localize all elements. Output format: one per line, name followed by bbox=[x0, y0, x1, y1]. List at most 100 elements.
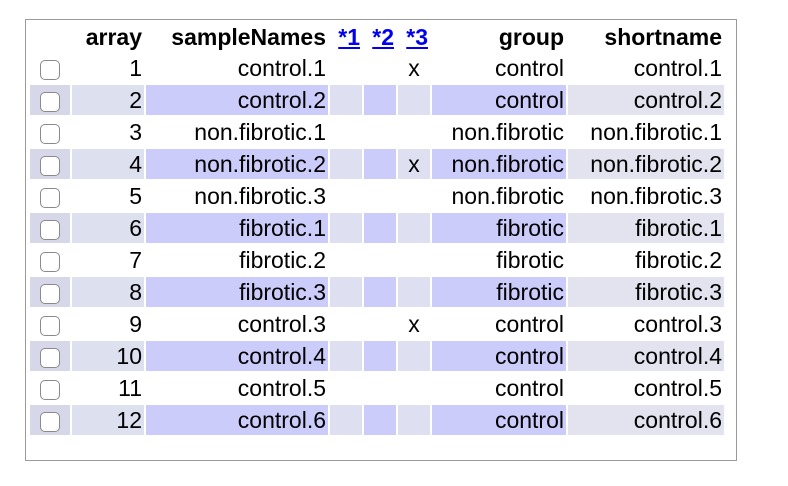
row-select-checkbox-cell[interactable] bbox=[30, 149, 70, 179]
group-cell: non.fibrotic bbox=[451, 183, 564, 209]
mark-3-cell bbox=[398, 213, 430, 243]
row-select-checkbox[interactable] bbox=[40, 59, 60, 80]
row-select-checkbox[interactable] bbox=[40, 91, 60, 112]
sample-name-cell: control.3 bbox=[237, 311, 326, 337]
sample-name-cell: fibrotic.2 bbox=[239, 247, 326, 273]
mark-1-cell bbox=[330, 117, 362, 147]
row-select-checkbox-cell[interactable] bbox=[30, 341, 70, 371]
array-cell: 1 bbox=[129, 55, 142, 81]
group-cell: control bbox=[494, 311, 564, 337]
group-cell: non.fibrotic bbox=[432, 149, 566, 179]
mark-2-cell bbox=[364, 245, 396, 275]
row-select-checkbox-cell[interactable] bbox=[30, 117, 70, 147]
sample-name-cell: control.6 bbox=[146, 405, 328, 435]
group-cell: fibrotic bbox=[432, 277, 566, 307]
sample-name-cell: control.2 bbox=[146, 85, 328, 115]
mark-1-cell bbox=[330, 341, 362, 371]
row-select-checkbox[interactable] bbox=[40, 251, 60, 272]
group-cell: control bbox=[494, 375, 564, 401]
array-cell: 4 bbox=[72, 149, 144, 179]
group-cell: fibrotic bbox=[496, 247, 564, 273]
sort-link-2[interactable]: *2 bbox=[372, 24, 394, 50]
shortname-cell: control.6 bbox=[568, 405, 724, 435]
shortname-cell: non.fibrotic.3 bbox=[590, 183, 722, 209]
shortname-cell: control.4 bbox=[568, 341, 724, 371]
table-frame bbox=[25, 19, 737, 461]
shortname-cell: fibrotic.1 bbox=[568, 213, 724, 243]
mark-1-cell bbox=[330, 53, 362, 83]
array-cell: 6 bbox=[72, 213, 144, 243]
mark-2-cell bbox=[364, 341, 396, 371]
mark-3-cell: x bbox=[408, 311, 420, 337]
row-select-checkbox[interactable] bbox=[40, 379, 60, 400]
row-select-checkbox[interactable] bbox=[40, 411, 60, 432]
group-cell: control bbox=[432, 85, 566, 115]
row-select-checkbox-cell[interactable] bbox=[30, 53, 70, 83]
mark-3-cell bbox=[398, 277, 430, 307]
mark-2-cell bbox=[364, 277, 396, 307]
mark-1-cell bbox=[330, 181, 362, 211]
row-select-checkbox[interactable] bbox=[40, 315, 60, 336]
mark-3-cell bbox=[398, 85, 430, 115]
row-select-checkbox-cell[interactable] bbox=[30, 405, 70, 435]
row-select-checkbox[interactable] bbox=[40, 123, 60, 144]
sample-name-cell: non.fibrotic.1 bbox=[194, 119, 326, 145]
sample-name-cell: fibrotic.1 bbox=[146, 213, 328, 243]
mark-3-cell bbox=[398, 405, 430, 435]
column-header-link-1[interactable]: *1 bbox=[330, 23, 362, 51]
shortname-cell: non.fibrotic.2 bbox=[568, 149, 724, 179]
mark-2-cell bbox=[364, 181, 396, 211]
row-select-checkbox-cell[interactable] bbox=[30, 213, 70, 243]
column-header-array: array bbox=[85, 24, 142, 50]
group-cell: non.fibrotic bbox=[451, 119, 564, 145]
mark-1-cell bbox=[330, 213, 362, 243]
mark-1-cell bbox=[330, 373, 362, 403]
row-select-checkbox[interactable] bbox=[40, 347, 60, 368]
sort-link-3[interactable]: *3 bbox=[406, 24, 428, 50]
row-select-checkbox-cell[interactable] bbox=[30, 277, 70, 307]
shortname-cell: fibrotic.3 bbox=[568, 277, 724, 307]
shortname-cell: control.5 bbox=[633, 375, 722, 401]
row-select-checkbox[interactable] bbox=[40, 155, 60, 176]
shortname-cell: control.2 bbox=[568, 85, 724, 115]
row-select-checkbox-cell[interactable] bbox=[30, 245, 70, 275]
column-header-samplenames: sampleNames bbox=[171, 24, 326, 50]
sample-name-cell: fibrotic.3 bbox=[146, 277, 328, 307]
sample-name-cell: control.5 bbox=[237, 375, 326, 401]
column-header-link-2[interactable]: *2 bbox=[364, 23, 396, 51]
mark-1-cell bbox=[330, 245, 362, 275]
array-cell: 9 bbox=[129, 311, 142, 337]
sample-name-cell: non.fibrotic.3 bbox=[194, 183, 326, 209]
group-cell: control bbox=[432, 405, 566, 435]
column-header-link-3[interactable]: *3 bbox=[398, 23, 430, 51]
column-header-group: group bbox=[498, 24, 564, 50]
array-cell: 12 bbox=[72, 405, 144, 435]
mark-1-cell bbox=[330, 309, 362, 339]
shortname-cell: control.3 bbox=[633, 311, 722, 337]
mark-2-cell bbox=[364, 117, 396, 147]
table-row: 9 control.3 x control control.3 bbox=[30, 309, 724, 339]
sample-name-cell: non.fibrotic.2 bbox=[146, 149, 328, 179]
row-select-checkbox-cell[interactable] bbox=[30, 309, 70, 339]
mark-2-cell bbox=[364, 149, 396, 179]
row-select-checkbox[interactable] bbox=[40, 219, 60, 240]
row-select-checkbox[interactable] bbox=[40, 283, 60, 304]
mark-2-cell bbox=[364, 405, 396, 435]
row-select-checkbox-cell[interactable] bbox=[30, 85, 70, 115]
mark-3-cell bbox=[398, 245, 430, 275]
sample-table: array sampleNames *1 *2 *3 group shortna… bbox=[28, 21, 726, 437]
sample-name-cell: control.4 bbox=[146, 341, 328, 371]
mark-2-cell bbox=[364, 373, 396, 403]
row-select-checkbox-cell[interactable] bbox=[30, 373, 70, 403]
group-cell: control bbox=[494, 55, 564, 81]
row-select-checkbox-cell[interactable] bbox=[30, 181, 70, 211]
row-select-checkbox[interactable] bbox=[40, 187, 60, 208]
sort-link-1[interactable]: *1 bbox=[338, 24, 360, 50]
